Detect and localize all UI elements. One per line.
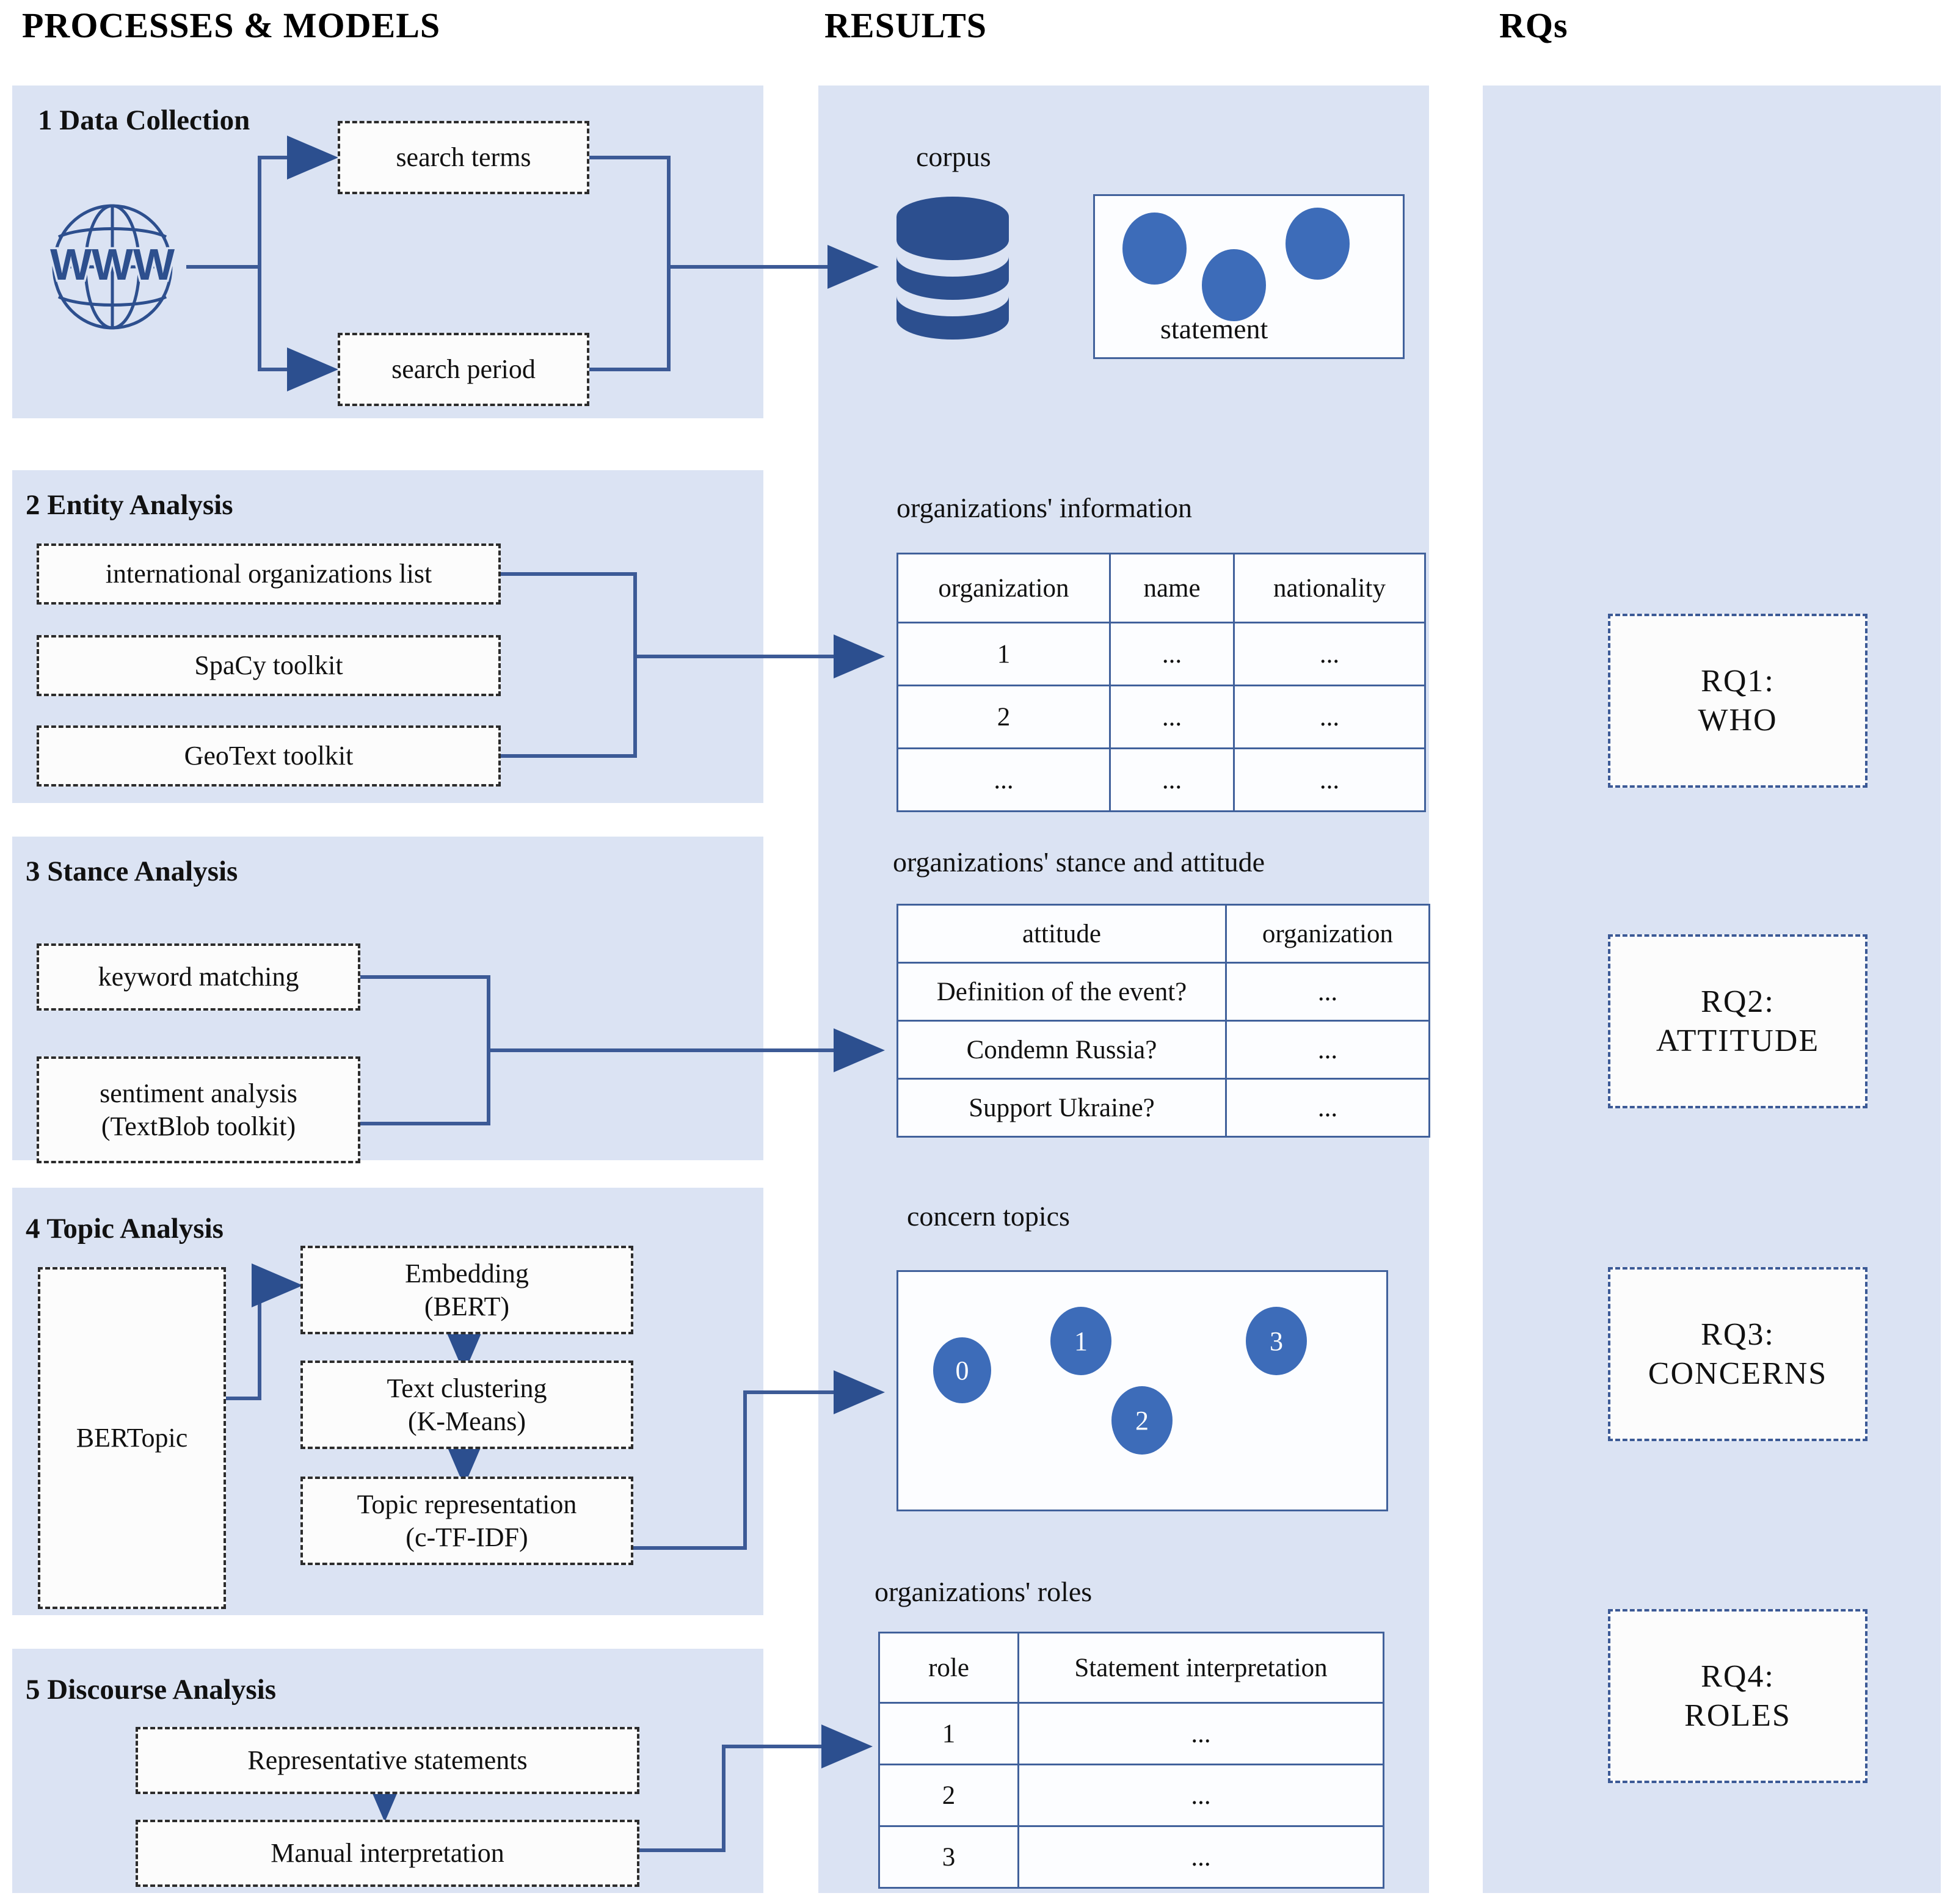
th-nationality: nationality [1233, 553, 1426, 623]
section-title-discourse-analysis: 5 Discourse Analysis [26, 1674, 276, 1706]
table-header-row: attitude organization [896, 904, 1430, 964]
caption-organizations-stance: organizations' stance and attitude [893, 846, 1265, 878]
box-text-clustering-kmeans[interactable]: Text clustering (K-Means) [300, 1361, 633, 1449]
cell: 2 [878, 1764, 1019, 1827]
section-title-stance-analysis: 3 Stance Analysis [26, 856, 238, 887]
cell: ... [1233, 747, 1426, 812]
cell: 3 [878, 1825, 1019, 1889]
section-title-topic-analysis: 4 Topic Analysis [26, 1213, 224, 1245]
box-search-terms[interactable]: search terms [338, 121, 589, 194]
cell: ... [1109, 685, 1235, 749]
caption-corpus: corpus [916, 141, 991, 172]
box-geotext-toolkit[interactable]: GeoText toolkit [37, 725, 501, 787]
cell: ... [1233, 685, 1426, 749]
box-sentiment-analysis[interactable]: sentiment analysis (TextBlob toolkit) [37, 1056, 360, 1163]
cell: Condemn Russia? [896, 1020, 1227, 1080]
box-representative-statements[interactable]: Representative statements [136, 1727, 639, 1794]
statement-bubble: ● [1122, 213, 1187, 285]
th-name: name [1109, 553, 1235, 623]
table-row: 1 ... [878, 1702, 1384, 1765]
topic-bubble-1[interactable]: 1 [1050, 1307, 1111, 1375]
section-title-entity-analysis: 2 Entity Analysis [26, 489, 233, 521]
th-organization: organization [896, 553, 1111, 623]
table-organizations-stance: attitude organization Definition of the … [896, 904, 1430, 1138]
cell: ... [896, 747, 1111, 812]
box-keyword-matching[interactable]: keyword matching [37, 943, 360, 1011]
cell: ... [1017, 1825, 1384, 1889]
cell: 2 [896, 685, 1111, 749]
rq-box-1[interactable]: RQ1: WHO [1608, 614, 1868, 788]
cell: ... [1225, 1078, 1430, 1138]
table-row: 3 ... [878, 1825, 1384, 1889]
caption-organizations-roles: organizations' roles [875, 1576, 1093, 1607]
cell: ... [1109, 747, 1235, 812]
cell: 1 [878, 1702, 1019, 1765]
svg-text:WWW: WWW [50, 241, 175, 289]
th-role: role [878, 1632, 1019, 1704]
box-manual-interpretation[interactable]: Manual interpretation [136, 1820, 639, 1887]
rq-box-2[interactable]: RQ2: ATTITUDE [1608, 934, 1868, 1108]
svg-text:WWW: WWW [50, 241, 175, 289]
topic-bubble-0[interactable]: 0 [933, 1337, 991, 1403]
table-organizations-information: organization name nationality 1 ... ... … [896, 553, 1426, 812]
column-header-processes: PROCESSES & MODELS [22, 5, 441, 45]
cell: ... [1225, 962, 1430, 1022]
cell: ... [1017, 1702, 1384, 1765]
table-header-row: organization name nationality [896, 553, 1426, 623]
cell: ... [1109, 622, 1235, 686]
box-search-period[interactable]: search period [338, 333, 589, 406]
box-spacy-toolkit[interactable]: SpaCy toolkit [37, 635, 501, 696]
table-row: ... ... ... [896, 747, 1426, 812]
topic-bubble-3[interactable]: 3 [1246, 1307, 1307, 1375]
table-organizations-roles: role Statement interpretation 1 ... 2 ..… [878, 1632, 1384, 1889]
table-row: 2 ... ... [896, 685, 1426, 749]
th-attitude: attitude [896, 904, 1227, 964]
table-row: 1 ... ... [896, 622, 1426, 686]
topic-bubble-2[interactable]: 2 [1111, 1386, 1173, 1455]
statement-bubble: ● [1202, 249, 1266, 321]
database-cylinder-icon [896, 197, 1009, 340]
rq-box-3[interactable]: RQ3: CONCERNS [1608, 1267, 1868, 1441]
statement-bubble: ● [1286, 208, 1350, 280]
box-embedding-bert[interactable]: Embedding (BERT) [300, 1246, 633, 1334]
table-row: Condemn Russia? ... [896, 1020, 1430, 1080]
box-bertopic[interactable]: BERTopic [38, 1267, 226, 1609]
table-row: 2 ... [878, 1764, 1384, 1827]
box-international-organizations-list[interactable]: international organizations list [37, 543, 501, 605]
caption-organizations-information: organizations' information [896, 492, 1192, 523]
globe-www-icon: WWW WWW [48, 204, 176, 330]
table-row: Definition of the event? ... [896, 962, 1430, 1022]
rq-box-4[interactable]: RQ4: ROLES [1608, 1609, 1868, 1783]
cell: Definition of the event? [896, 962, 1227, 1022]
section-title-data-collection: 1 Data Collection [38, 104, 250, 136]
cell: Support Ukraine? [896, 1078, 1227, 1138]
cell: ... [1017, 1764, 1384, 1827]
th-statement-interpretation: Statement interpretation [1017, 1632, 1384, 1704]
column-header-results: RESULTS [824, 5, 987, 45]
cell: ... [1233, 622, 1426, 686]
table-row: Support Ukraine? ... [896, 1078, 1430, 1138]
box-topic-representation-ctfidf[interactable]: Topic representation (c-TF-IDF) [300, 1477, 633, 1565]
caption-concern-topics: concern topics [907, 1201, 1070, 1232]
column-header-rqs: RQs [1499, 5, 1568, 45]
table-header-row: role Statement interpretation [878, 1632, 1384, 1704]
label-statement: statement [1160, 313, 1268, 344]
th-organization: organization [1225, 904, 1430, 964]
cell: ... [1225, 1020, 1430, 1080]
cell: 1 [896, 622, 1111, 686]
